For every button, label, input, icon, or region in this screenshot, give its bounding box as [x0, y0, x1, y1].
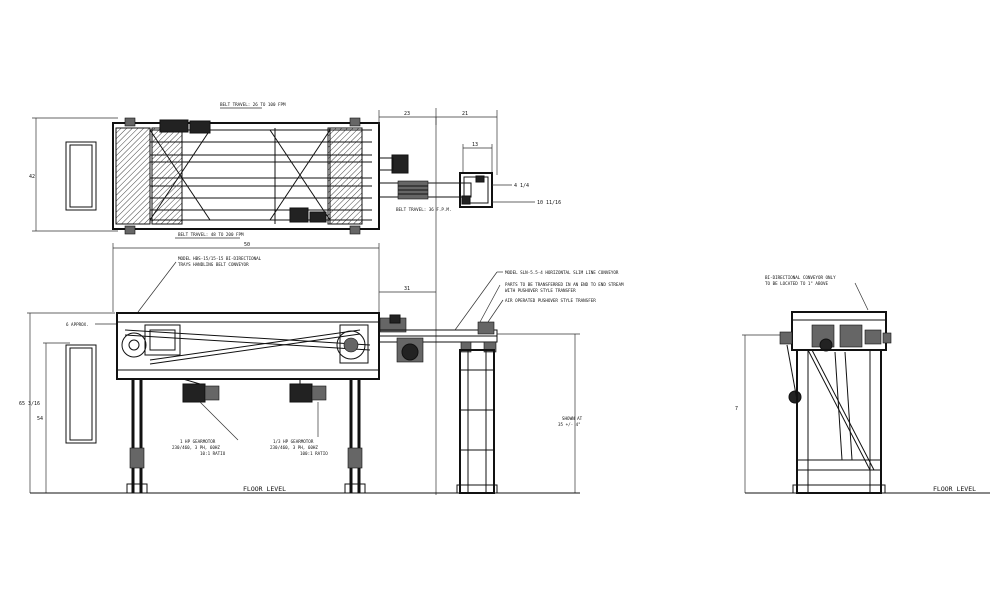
motor-right-line1: 1/3 HP GEARMOTOR: [273, 439, 314, 444]
plan-view: 42: [29, 102, 561, 239]
plan-dim-c: 13: [472, 142, 478, 148]
side-dim-height: 7: [735, 406, 738, 412]
motor-right-line3: 100:1 RATIO: [300, 451, 328, 456]
side-callout-line1: BI-DIRECTIONAL CONVEYOR ONLY: [765, 275, 836, 280]
motor-left-line1: 1 HP GEARMOTOR: [180, 439, 216, 444]
plan-dim-width: 42: [29, 174, 35, 180]
callout-main-line2: TRAYS HANDLING BELT CONVEYOR: [178, 262, 249, 267]
plan-dim-e: 10 11/16: [537, 200, 561, 206]
front-dim-approx: 6 APPROX.: [66, 322, 89, 327]
front-view: 50 31 MODEL HBS-15/15-15 BI-DIRECTIONAL …: [19, 242, 624, 494]
plan-dim-d: 4 1/4: [514, 183, 529, 189]
side-callout-line2: TO BE LOCATED TO 1" ABOVE: [765, 281, 829, 286]
plan-belt-travel-bottom: BELT TRAVEL: 48 TO 200 FPM: [178, 232, 244, 237]
plan-belt-travel-side: BELT TRAVEL: 36 F.P.M.: [396, 207, 451, 212]
front-dim-offset: 31: [404, 286, 410, 292]
floor-level-side: FLOOR LEVEL: [933, 485, 976, 493]
callout-main-line1: MODEL HBS-15/15-15 BI-DIRECTIONAL: [178, 256, 262, 261]
front-dim-height-b: 54: [37, 416, 43, 422]
front-dim-height-a: 65 3/16: [19, 401, 40, 407]
front-dim-length: 50: [244, 242, 250, 248]
motor-left-line3: 10:1 RATIO: [200, 451, 226, 456]
floor-level-front: FLOOR LEVEL: [243, 485, 286, 493]
callout-air: AIR OPERATED PUSHOVER STYLE TRANSFER: [505, 298, 596, 303]
callout-end-line2: WITH PUSHOVER STYLE TRANSFER: [505, 288, 576, 293]
callout-slim: MODEL SLN-5.5-4 HORIZONTAL SLIM LINE CON…: [505, 270, 619, 275]
plan-dim-b: 21: [462, 111, 468, 117]
side-view: BI-DIRECTIONAL CONVEYOR ONLY TO BE LOCAT…: [735, 275, 990, 494]
motor-right-line2: 230/460, 3 PH, 60HZ: [270, 445, 318, 450]
callout-end-line1: PARTS TO BE TRANSFERRED IN AN END TO END…: [505, 282, 624, 287]
plan-dim-a: 23: [404, 111, 410, 117]
shown-at-line1: SHOWN AT: [562, 416, 583, 421]
motor-left-line2: 230/460, 3 PH, 60HZ: [172, 445, 220, 450]
plan-belt-travel-top: BELT TRAVEL: 26 TO 100 FPM: [220, 102, 286, 107]
shown-at-line2: 35 +/- 4": [558, 422, 581, 427]
